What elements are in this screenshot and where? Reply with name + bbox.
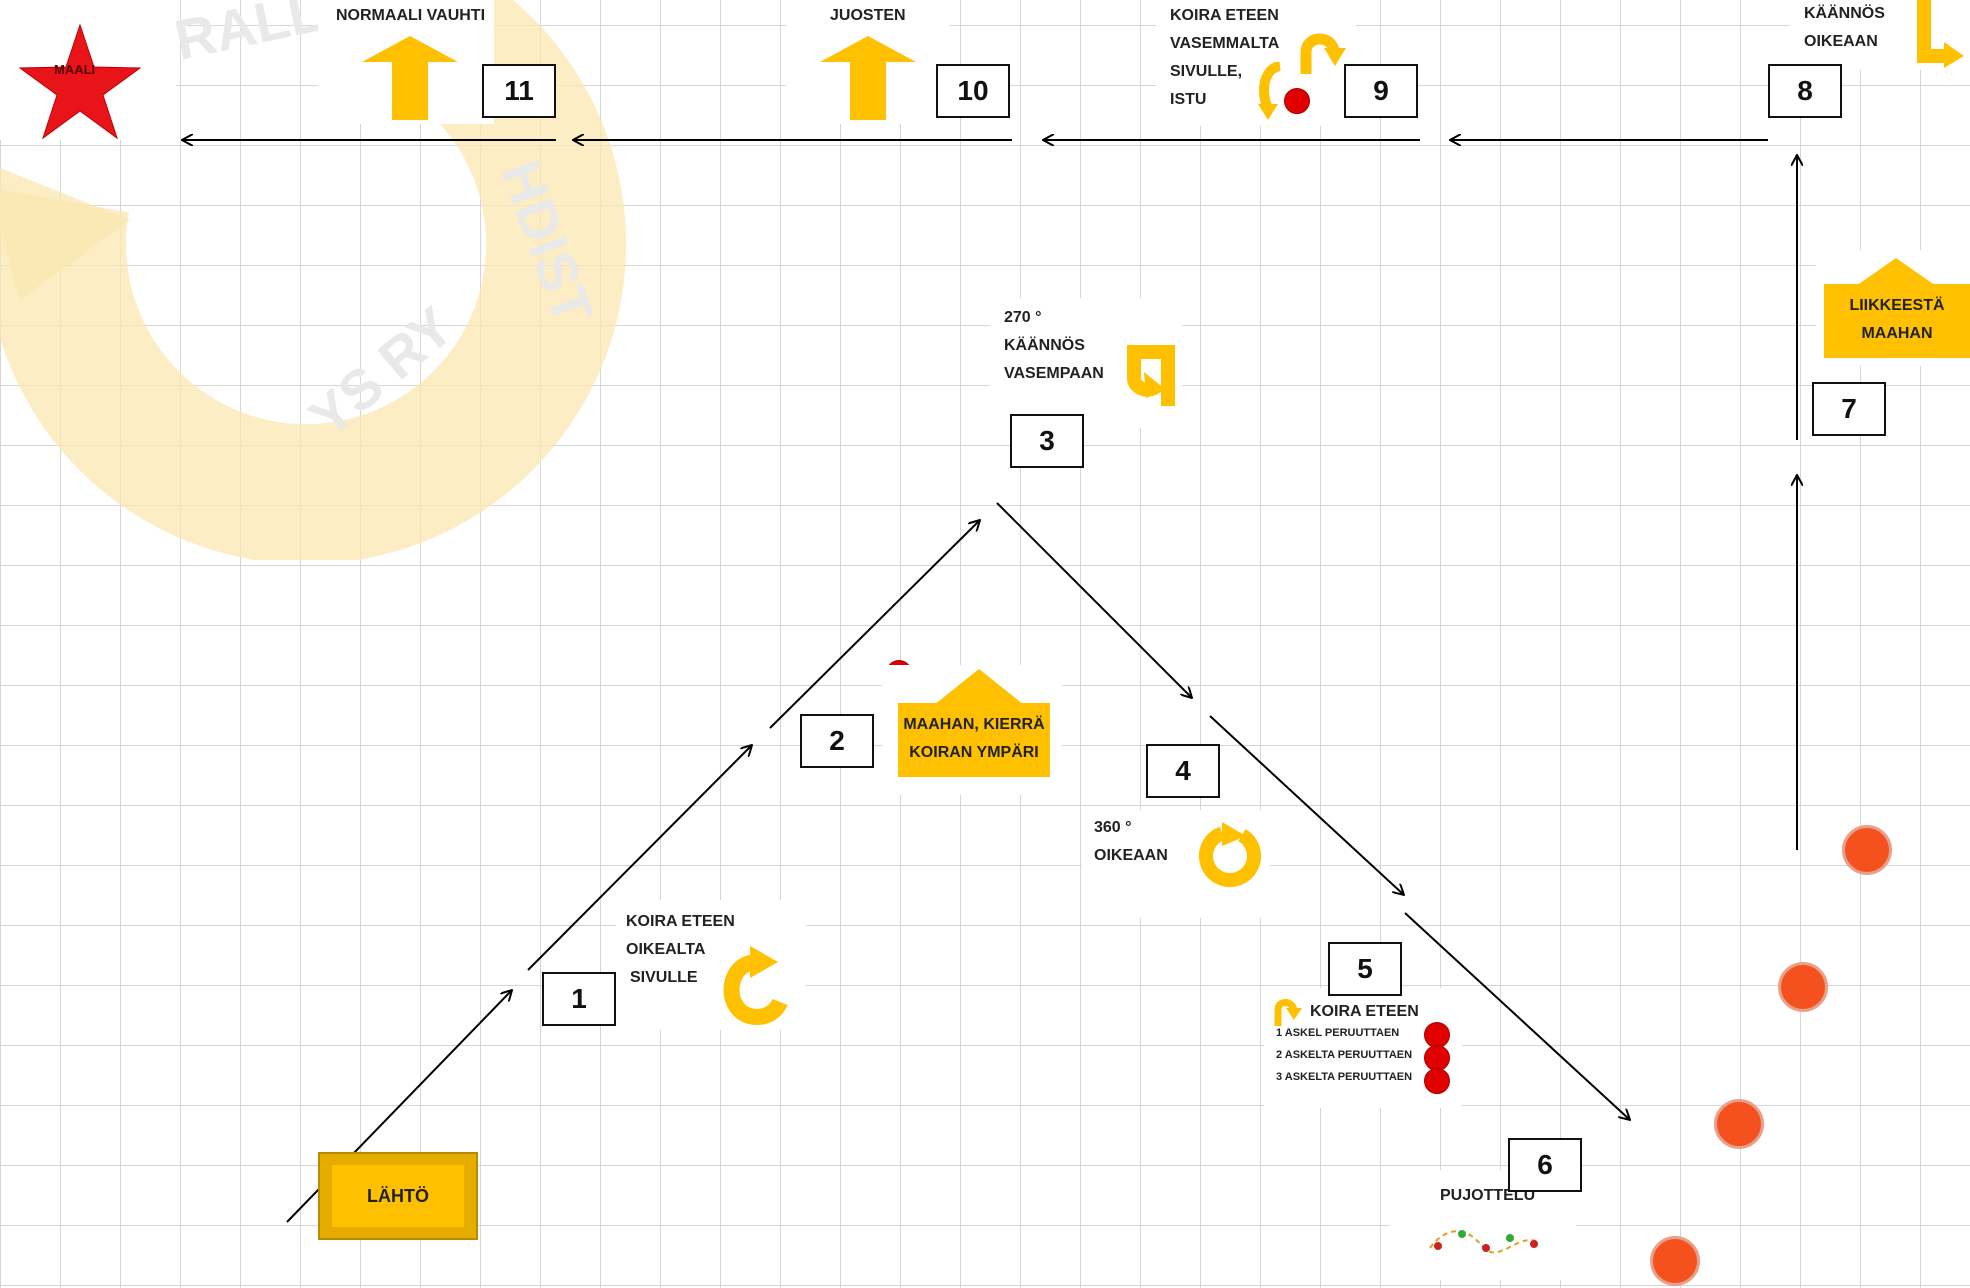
station-5-sign: KOIRA ETEEN 1 ASKEL PERUUTTAEN 2 ASKELTA…	[1264, 988, 1462, 1108]
station-1-sign: KOIRA ETEEN OIKEALTA SIVULLE	[616, 900, 806, 1030]
stop-icon	[1284, 88, 1310, 114]
finish-label: MAALI	[54, 62, 96, 77]
u-turn-arrow-icon	[723, 946, 788, 1025]
station-6-number: 6	[1508, 1138, 1582, 1192]
station-4-sign: 360 ° OIKEAAN	[1082, 810, 1270, 918]
station-7-line-2: MAAHAN	[1861, 325, 1933, 342]
station-10-sign: JUOSTEN	[786, 0, 950, 124]
station-5-line-4: 3 ASKELTA PERUUTTAEN	[1276, 1071, 1413, 1083]
station-8-line-1: KÄÄNNÖS	[1804, 5, 1885, 22]
station-10-number: 10	[936, 64, 1010, 118]
finish-star-icon	[18, 23, 142, 140]
station-5-line-1: KOIRA ETEEN	[1310, 1003, 1419, 1020]
station-11-line-1: NORMAALI VAUHTI	[336, 7, 486, 24]
u-turn-arrow-icon	[1274, 999, 1302, 1026]
weave-cone	[1842, 825, 1892, 875]
station-5-number: 5	[1328, 942, 1402, 996]
station-1-number: 1	[542, 972, 616, 1026]
station-5-line-3: 2 ASKELTA PERUUTTAEN	[1276, 1049, 1413, 1061]
station-9-line-3: SIVULLE,	[1170, 63, 1243, 80]
station-2-panel: MAAHAN, KIERRÄ KOIRAN YMPÄRI	[898, 703, 1050, 777]
up-arrow-icon	[934, 669, 1024, 705]
station-8-line-2: OIKEAAN	[1804, 33, 1878, 50]
path-segment-2-3	[769, 520, 980, 729]
start-label: LÄHTÖ	[332, 1165, 464, 1227]
turn-left-arrow-icon	[1127, 345, 1175, 406]
finish-sign: MAALI	[0, 0, 176, 140]
weave-icon	[1429, 1230, 1539, 1254]
stop-icon	[1424, 1068, 1450, 1094]
station-11-number: 11	[482, 64, 556, 118]
station-7-number: 7	[1812, 382, 1886, 436]
station-2-sign: MAAHAN, KIERRÄ KOIRAN YMPÄRI	[882, 665, 1062, 795]
station-3-sign: 270 ° KÄÄNNÖS VASEMPAAN	[990, 298, 1182, 428]
station-9-number: 9	[1344, 64, 1418, 118]
station-2-number: 2	[800, 714, 874, 768]
station-4-number: 4	[1146, 744, 1220, 798]
station-4-line-1: 360 °	[1094, 819, 1132, 836]
station-3-line-3: VASEMPAAN	[1004, 365, 1104, 382]
start-sign: LÄHTÖ	[318, 1152, 478, 1240]
path-segment-5-6	[1404, 912, 1630, 1120]
station-9-line-2: VASEMMALTA	[1170, 35, 1280, 52]
up-arrow-icon	[820, 36, 916, 120]
up-arrow-icon	[362, 36, 458, 120]
station-9-line-4: ISTU	[1170, 91, 1207, 108]
path-segment-3-4	[996, 502, 1192, 698]
station-2-line-1: MAAHAN, KIERRÄ	[903, 716, 1045, 733]
path-segment-4-5	[1209, 715, 1404, 895]
station-7-sign: LIIKKEESTÄ MAAHAN	[1816, 250, 1970, 366]
path-segment-1-2	[527, 745, 752, 971]
station-8-sign: KÄÄNNÖS OIKEAAN	[1790, 0, 1970, 70]
station-1-line-2: OIKEALTA	[626, 941, 706, 958]
station-7-panel: LIIKKEESTÄ MAAHAN	[1824, 284, 1970, 358]
station-9-sign: KOIRA ETEEN VASEMMALTA SIVULLE, ISTU	[1156, 0, 1356, 126]
weave-cone	[1714, 1099, 1764, 1149]
weave-cone	[1778, 962, 1828, 1012]
station-5-line-2: 1 ASKEL PERUUTTAEN	[1276, 1027, 1400, 1039]
station-9-line-1: KOIRA ETEEN	[1170, 7, 1279, 24]
station-7-line-1: LIIKKEESTÄ	[1849, 297, 1945, 314]
circle-arrow-icon	[1199, 822, 1261, 887]
stop-icon	[1424, 1045, 1450, 1071]
station-3-line-2: KÄÄNNÖS	[1004, 337, 1085, 354]
station-2-line-2: KOIRAN YMPÄRI	[909, 744, 1039, 761]
up-arrow-icon	[1856, 258, 1936, 286]
station-1-line-1: KOIRA ETEEN	[626, 913, 735, 930]
station-3-number: 3	[1010, 414, 1084, 468]
station-10-line-1: JUOSTEN	[830, 7, 906, 24]
station-3-line-1: 270 °	[1004, 309, 1042, 326]
station-1-line-3: SIVULLE	[630, 969, 698, 986]
weave-cone	[1650, 1236, 1700, 1286]
u-turn-arrow-icon	[1300, 33, 1346, 74]
turn-right-arrow-icon	[1917, 0, 1964, 68]
station-4-line-2: OIKEAAN	[1094, 847, 1168, 864]
station-11-sign: NORMAALI VAUHTI	[318, 0, 494, 124]
station-8-number: 8	[1768, 64, 1842, 118]
u-turn-arrow-icon	[1258, 62, 1282, 120]
